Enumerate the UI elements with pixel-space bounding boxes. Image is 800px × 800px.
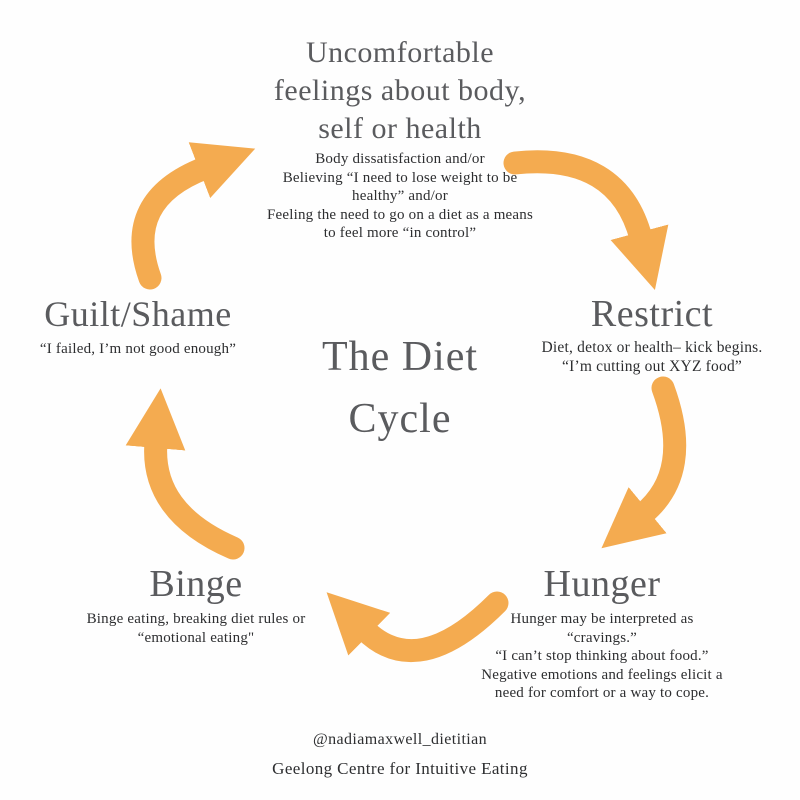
diagram-title-line: The Diet bbox=[321, 334, 479, 380]
footer-organization: Geelong Centre for Intuitive Eating bbox=[272, 759, 528, 778]
stage-hunger-detail: Hunger may be interpreted as “cravings.”… bbox=[462, 610, 742, 703]
stage-binge-heading: Binge bbox=[149, 563, 243, 605]
arrow-hunger-to-binge-icon bbox=[326, 591, 509, 663]
detail-line: “emotional eating" bbox=[137, 629, 255, 646]
detail-line: Feeling the need to go on a diet as a me… bbox=[266, 206, 534, 223]
detail-line: need for comfort or a way to cope. bbox=[494, 685, 710, 701]
detail-line: to feel more “in control” bbox=[323, 225, 477, 241]
arrow-restrict-to-hunger-icon bbox=[601, 376, 687, 549]
arrow-feelings-to-restrict-icon bbox=[503, 150, 669, 290]
stage-hunger-heading: Hunger bbox=[543, 563, 661, 605]
diagram-title: The Diet Cycle bbox=[270, 326, 530, 450]
stage-restrict-heading: Restrict bbox=[590, 293, 714, 335]
stage-feelings-heading: Uncomfortable feelings about body, self … bbox=[190, 34, 610, 148]
detail-line: Hunger may be interpreted as bbox=[510, 611, 694, 627]
detail-line: Binge eating, breaking diet rules or bbox=[86, 611, 306, 627]
detail-line: healthy” and/or bbox=[352, 188, 448, 204]
detail-line: Diet, detox or health– kick begins. bbox=[541, 339, 763, 356]
stage-feelings-detail: Body dissatisfaction and/or Believing “I… bbox=[230, 150, 570, 243]
detail-line: “I failed, I’m not good enough” bbox=[39, 341, 237, 357]
detail-line: “I can’t stop thinking about food.” bbox=[495, 648, 709, 664]
stage-feelings-heading-line: feelings about body, bbox=[273, 74, 527, 107]
stage-feelings-heading-line: self or health bbox=[318, 112, 482, 145]
stage-feelings-heading-line: Uncomfortable bbox=[305, 36, 495, 69]
stage-guilt-detail: “I failed, I’m not good enough” bbox=[0, 340, 276, 359]
stage-guilt-heading: Guilt/Shame bbox=[44, 294, 232, 334]
detail-line: Body dissatisfaction and/or bbox=[315, 151, 485, 167]
footer-social-handle: @nadiamaxwell_dietitian bbox=[312, 731, 488, 748]
arrow-binge-to-guilt-icon bbox=[125, 388, 245, 560]
detail-line: Negative emotions and feelings elicit a bbox=[481, 666, 723, 683]
stage-restrict-detail: Diet, detox or health– kick begins. “I’m… bbox=[512, 338, 792, 376]
detail-line: “cravings.” bbox=[566, 629, 638, 646]
detail-line: “I’m cutting out XYZ food” bbox=[562, 358, 742, 375]
diagram-title-line: Cycle bbox=[348, 396, 452, 442]
detail-line: Believing “I need to lose weight to be bbox=[282, 169, 518, 186]
stage-binge-detail: Binge eating, breaking diet rules or “em… bbox=[56, 610, 336, 647]
arrow-guilt-to-feelings-icon bbox=[131, 142, 256, 290]
